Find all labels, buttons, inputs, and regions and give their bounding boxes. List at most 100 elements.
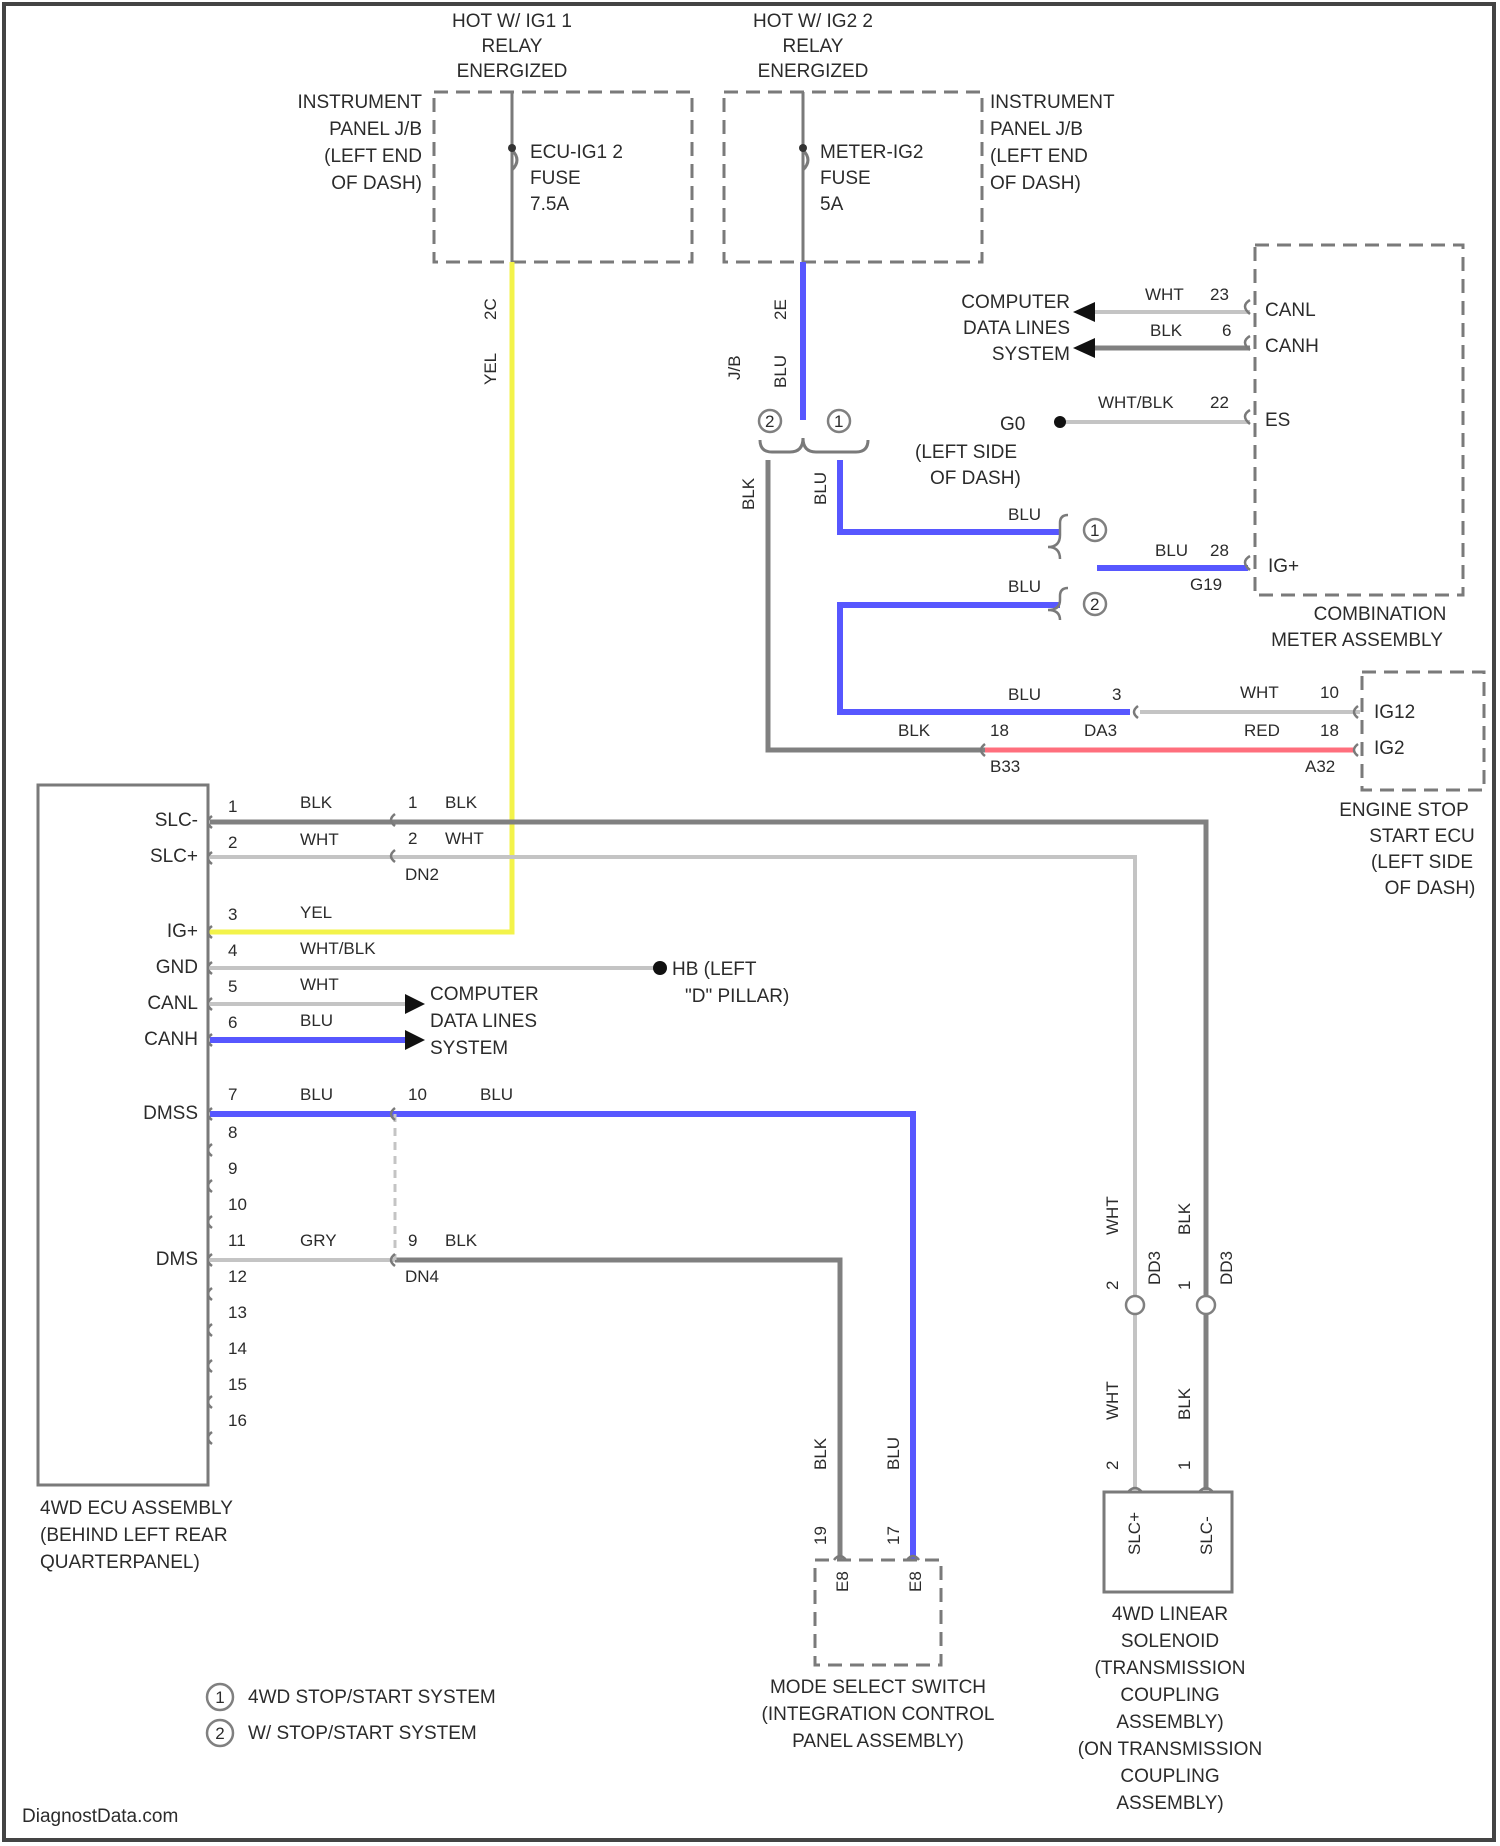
meter-terminal-canl: CANL — [1265, 300, 1316, 321]
mode-conn-e8-a: E8 — [833, 1571, 852, 1592]
ecu-name-4: OF DASH) — [1385, 878, 1476, 899]
conn-mid-id: DN4 — [405, 1267, 439, 1286]
meter-terminal-ig: IG+ — [1268, 556, 1299, 577]
sol-term-slc-minus: SLC- — [1197, 1516, 1216, 1555]
meter-pin-num-es: 22 — [1210, 393, 1229, 412]
sol-name-7: COUPLING — [1120, 1766, 1219, 1787]
ground-hb-1: HB (LEFT — [672, 959, 757, 980]
wire-p6-label: BLU — [300, 1011, 333, 1030]
sol-upper-wht: WHT — [1103, 1196, 1122, 1235]
conn-top-wire1: BLK — [445, 793, 478, 812]
meter-name-1: COMBINATION — [1314, 604, 1447, 625]
wire-yel-label: YEL — [481, 353, 500, 385]
panel-label-2a: INSTRUMENT — [990, 92, 1115, 113]
legend-text-2: W/ STOP/START SYSTEM — [248, 1723, 477, 1744]
ecu-term-dms: DMS — [156, 1249, 198, 1270]
sol-upper-pin1: 1 — [1175, 1281, 1194, 1290]
conn-mid-wire11: BLK — [445, 1231, 478, 1250]
pin-13: 13 — [228, 1303, 247, 1322]
meter-can-label-1: COMPUTER — [961, 292, 1070, 313]
ecu-term-gnd: GND — [156, 957, 198, 978]
ground-hb-2: "D" PILLAR) — [685, 986, 789, 1007]
ecu-term-slc-plus: SLC+ — [150, 846, 198, 867]
ecu-pin-num-red: 18 — [1320, 721, 1339, 740]
fuse-block-1: HOT W/ IG1 1 RELAY ENERGIZED INSTRUMENT … — [297, 11, 692, 385]
engine-stop-start-ecu: WHT 10 IG12 RED 18 A32 IG2 BLU 3 DA3 BLK… — [898, 672, 1484, 899]
meter-name-2: METER ASSEMBLY — [1271, 630, 1443, 651]
ecu-blk-num: 18 — [990, 721, 1009, 740]
connector-pin-icon — [1197, 1296, 1215, 1314]
ecu-term-canh: CANH — [144, 1029, 198, 1050]
hot-label-1c: ENERGIZED — [457, 61, 568, 82]
sol-term-slc-plus: SLC+ — [1125, 1512, 1144, 1555]
pin-15: 15 — [228, 1375, 247, 1394]
mode-pin-19: 19 — [811, 1526, 830, 1545]
conn-top-pin2: 2 — [408, 829, 417, 848]
wire-p2-label: WHT — [300, 830, 339, 849]
ground-g0: G0 — [1000, 414, 1025, 435]
meter-pin-wire-es: WHT/BLK — [1098, 393, 1174, 412]
ecu-4wd-assembly: SLC- SLC+ IG+ GND CANL CANH DMSS DMS 1 2… — [38, 785, 789, 1573]
sol-name-1: 4WD LINEAR — [1112, 1604, 1228, 1625]
linear-solenoid: WHT BLK 2 1 DD3 DD3 WHT BLK 2 1 SLC+ SLC… — [1078, 1196, 1262, 1814]
ground-desc-1: (LEFT SIDE — [915, 442, 1017, 463]
pin-1: 1 — [228, 797, 237, 816]
svg-text:2: 2 — [1090, 595, 1099, 614]
ecu4wd-name-3: QUARTERPANEL) — [40, 1552, 200, 1573]
conn-mid-pin11: 9 — [408, 1231, 417, 1250]
mode-name-2: (INTEGRATION CONTROL — [762, 1704, 995, 1725]
mode-conn-e8-b: E8 — [906, 1571, 925, 1592]
conn-top-id: DN2 — [405, 865, 439, 884]
legend-mark-2: 2 — [215, 1724, 224, 1743]
ecu-4wd-box — [38, 785, 208, 1485]
sol-name-8: ASSEMBLY) — [1116, 1793, 1223, 1814]
ecu-terminal-ig2: IG2 — [1374, 738, 1405, 759]
sol-name-2: SOLENOID — [1121, 1631, 1219, 1652]
sol-name-6: (ON TRANSMISSION — [1078, 1739, 1262, 1760]
wire-p11-label: GRY — [300, 1231, 337, 1250]
pin-10: 10 — [228, 1195, 247, 1214]
pin-2: 2 — [228, 833, 237, 852]
conn-mid-wire7: BLU — [480, 1085, 513, 1104]
mode-wire-blk: BLK — [811, 1437, 830, 1470]
meter-pin-wire-canh: BLK — [1150, 321, 1183, 340]
panel-label-2d: OF DASH) — [990, 173, 1081, 194]
panel-label-2b: PANEL J/B — [990, 119, 1083, 140]
sol-upper-blk: BLK — [1175, 1202, 1194, 1235]
ecu-pin-num-wht: 10 — [1320, 683, 1339, 702]
mode-pin-17: 17 — [884, 1526, 903, 1545]
svg-text:1: 1 — [1090, 521, 1099, 540]
wire-blu-upper-label: BLU — [1008, 505, 1041, 524]
fuse-type-2: FUSE — [820, 168, 871, 189]
sol-lower-pin1: 1 — [1175, 1461, 1194, 1470]
meter-pin-num-canl: 23 — [1210, 285, 1229, 304]
watermark: DiagnostData.com — [22, 1806, 178, 1827]
pin-2e: 2E — [771, 299, 790, 320]
splice-bracket — [760, 438, 868, 452]
legend-mark-1: 1 — [215, 1688, 224, 1707]
ecu-name-3: (LEFT SIDE — [1371, 852, 1473, 873]
pin-11: 11 — [228, 1231, 246, 1250]
sol-upper-dd3-b: DD3 — [1217, 1251, 1236, 1285]
ecu-blu-num: 3 — [1112, 685, 1121, 704]
ecu-can-label-3: SYSTEM — [430, 1038, 508, 1059]
ecu-conn-da3: DA3 — [1084, 721, 1117, 740]
pin-16: 16 — [228, 1411, 247, 1430]
mode-wire-blu: BLU — [884, 1437, 903, 1470]
svg-text:1: 1 — [834, 412, 843, 431]
wire-p5-label: WHT — [300, 975, 339, 994]
ground-point-icon — [653, 961, 667, 975]
fuse-name-2: METER-IG2 — [820, 142, 923, 163]
wire-p1-label: BLK — [300, 793, 333, 812]
can-arrow-icon — [1073, 338, 1095, 358]
hot-label-2a: HOT W/ IG2 2 — [753, 11, 873, 32]
ecu4wd-name-2: (BEHIND LEFT REAR — [40, 1525, 228, 1546]
sol-name-3: (TRANSMISSION — [1095, 1658, 1246, 1679]
sol-lower-wht: WHT — [1103, 1381, 1122, 1420]
conn-top-wire2: WHT — [445, 829, 484, 848]
ecu-pin-wire-wht: WHT — [1240, 683, 1279, 702]
sol-lower-blk: BLK — [1175, 1387, 1194, 1420]
wire-dmss — [210, 1114, 913, 1560]
pin-7: 7 — [228, 1085, 237, 1104]
